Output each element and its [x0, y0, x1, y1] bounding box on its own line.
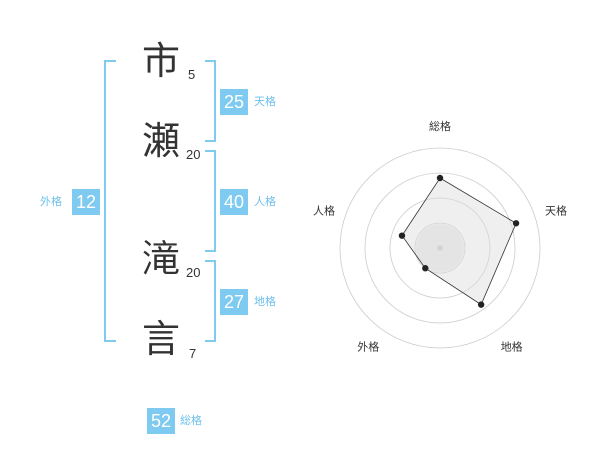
radar-ring-4 — [339, 147, 541, 349]
chikaku-value-badge: 27 — [220, 289, 248, 315]
radar-ring-1 — [414, 222, 466, 274]
radar-ring-3 — [364, 172, 516, 324]
stroke-count-3: 20 — [186, 265, 201, 280]
stroke-count-1: 5 — [188, 67, 196, 82]
jinkaku-value-badge: 40 — [220, 189, 248, 215]
chikaku-bracket — [205, 260, 216, 342]
gaikaku-label: 外格 — [40, 195, 62, 208]
tenkaku-bracket — [205, 60, 216, 142]
radar-point-4 — [422, 265, 429, 272]
name-char-2: 瀬 — [142, 119, 181, 163]
stroke-count-2: 20 — [186, 147, 201, 162]
radar-axis-label-1: 総格 — [429, 119, 451, 133]
jinkaku-label: 人格 — [254, 195, 276, 208]
radar-center-dot — [437, 245, 443, 251]
radar-point-2 — [512, 220, 520, 227]
soukaku-label: 総格 — [180, 414, 202, 427]
radar-polygon — [401, 177, 517, 306]
name-char-4: 言 — [142, 317, 181, 361]
radar-point-3 — [477, 301, 485, 308]
radar-ring-2 — [389, 197, 491, 299]
radar-axis-label-4: 外格 — [357, 340, 379, 354]
jinkaku-bracket — [205, 150, 216, 252]
radar-axis-label-3: 地格 — [501, 340, 523, 354]
gaikaku-bracket — [104, 60, 116, 342]
name-char-3: 滝 — [142, 237, 181, 281]
radar-axis-label-2: 天格 — [545, 203, 567, 217]
stroke-count-4: 7 — [189, 346, 197, 361]
radar-point-1 — [436, 174, 444, 182]
soukaku-value-badge: 52 — [147, 408, 175, 434]
chikaku-label: 地格 — [254, 295, 276, 308]
radar-axis-label-5: 人格 — [313, 203, 335, 217]
radar-point-5 — [398, 232, 406, 239]
gaikaku-value-badge: 12 — [72, 189, 100, 215]
tenkaku-value-badge: 25 — [220, 89, 248, 115]
tenkaku-label: 天格 — [254, 95, 276, 108]
name-char-1: 市 — [142, 39, 181, 83]
